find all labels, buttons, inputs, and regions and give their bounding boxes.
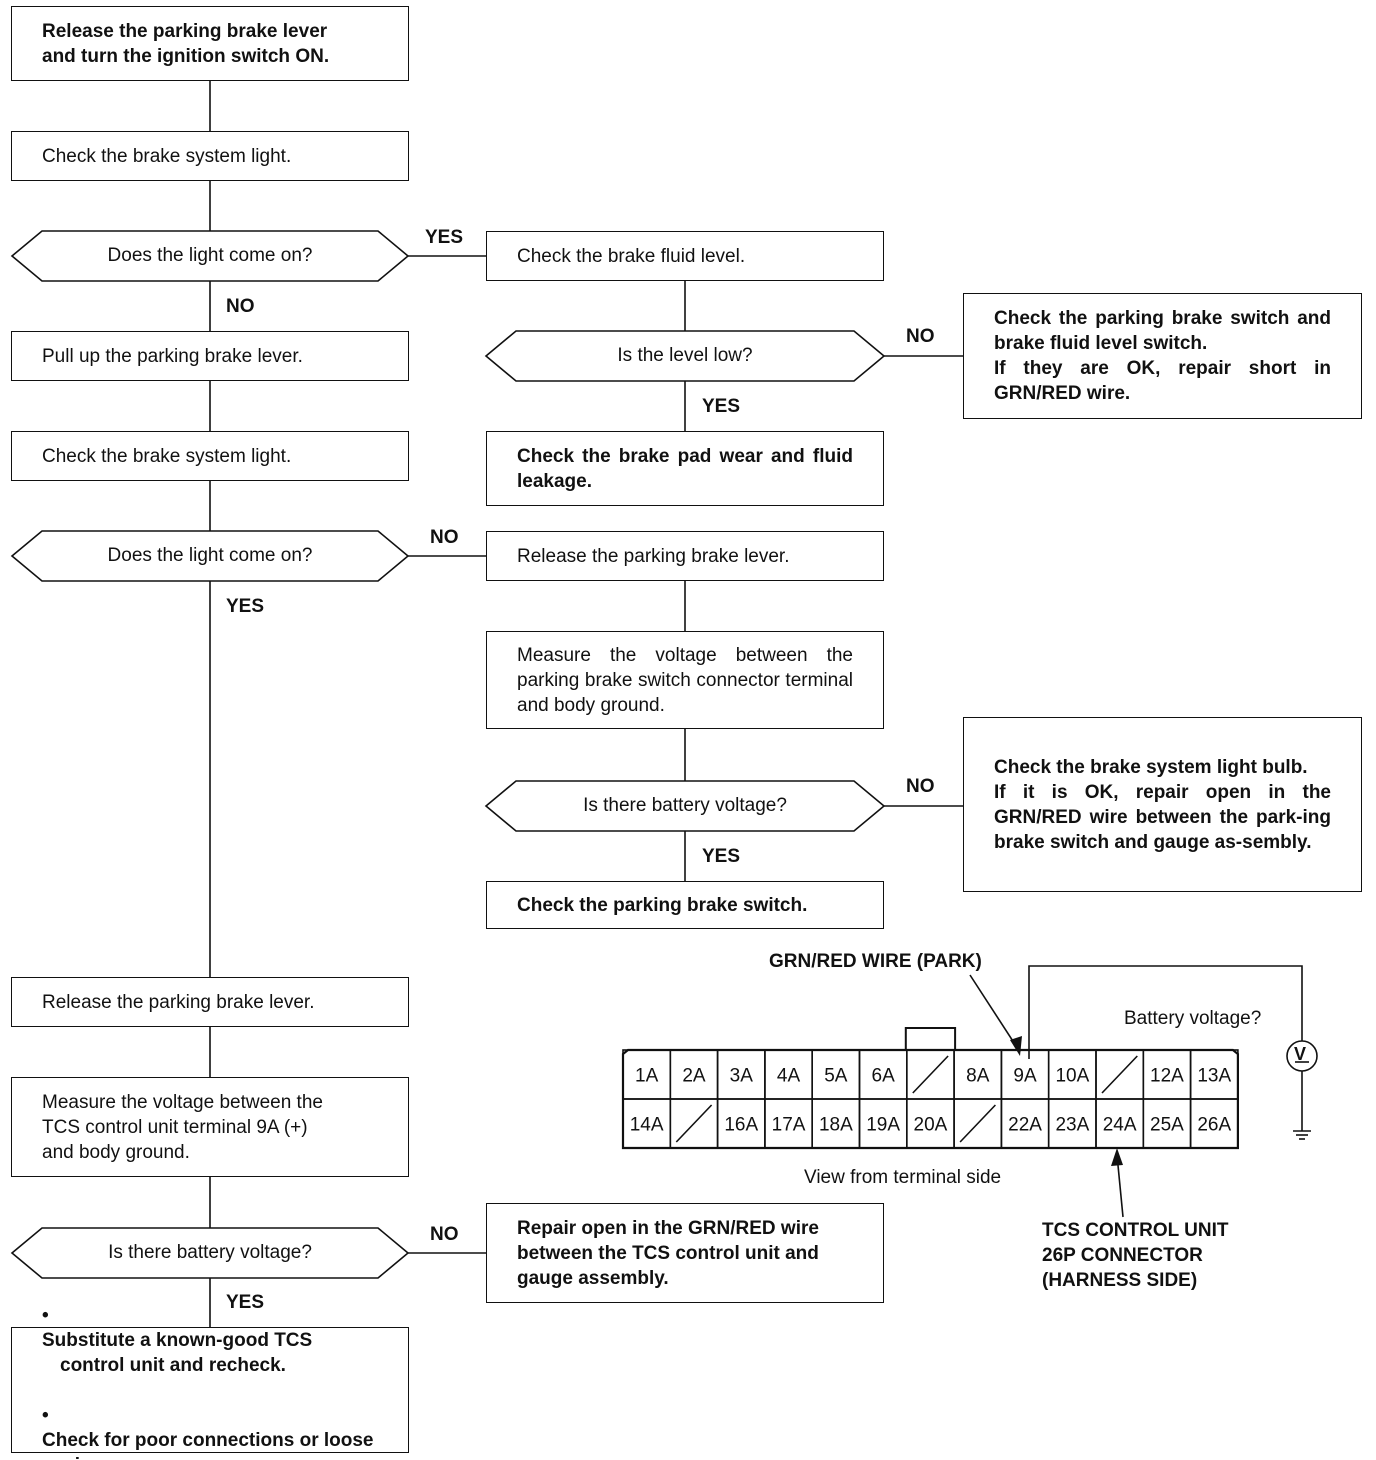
step-check-fluid-level: Check the brake fluid level. [486, 231, 884, 281]
step-text: Release the parking brake lever. [517, 545, 790, 567]
decision-level-low: Is the level low? [486, 331, 884, 381]
label-yes-light-on-1: YES [425, 227, 464, 248]
step-check-light-1: Check the brake system light. [11, 131, 409, 181]
decision-light-on-2: Does the light come on? [12, 531, 408, 581]
label-no-light-on-1: NO [226, 296, 255, 317]
step-text: Check the brake system light bulb. If it… [994, 756, 1331, 853]
view-caption: View from terminal side [804, 1167, 1002, 1188]
bullet-text: Substitute a known-good TCS control unit… [42, 1329, 313, 1376]
terminal-label: 4A [777, 1066, 801, 1087]
terminal-label: 2A [682, 1066, 706, 1087]
step-check-switches-repair-short: Check the parking brake switch and brake… [963, 293, 1362, 419]
step-measure-switch-voltage: Measure the voltage between the parking … [486, 631, 884, 729]
decision-text: Does the light come on? [107, 545, 313, 566]
label-no-level-low: NO [906, 326, 935, 347]
label-yes-light-on-2: YES [226, 596, 265, 617]
step-release-lever-2: Release the parking brake lever. [11, 977, 409, 1027]
bullet-list: • Substitute a known-good TCS control un… [42, 1278, 378, 1460]
terminal-label: 19A [866, 1115, 900, 1136]
terminal-label: 13A [1197, 1066, 1231, 1087]
step-text: Check the parking brake switch and brake… [994, 308, 1331, 404]
terminal-label: 5A [824, 1066, 848, 1087]
terminal-label: 12A [1150, 1066, 1184, 1087]
empty-terminal-slash [1101, 1055, 1138, 1094]
battery-voltage-label: Battery voltage? [1124, 1008, 1262, 1029]
terminal-label: 6A [872, 1066, 896, 1087]
terminal-label: 14A [630, 1115, 664, 1136]
decision-text: Is there battery voltage? [583, 795, 787, 816]
step-text: Repair open in the GRN/RED wire between … [517, 1217, 819, 1289]
step-text: Release the parking brake lever. [42, 991, 315, 1013]
step-measure-tcs-voltage: Measure the voltage between the TCS cont… [11, 1077, 409, 1177]
decision-text: Does the light come on? [107, 245, 313, 266]
wire-label-grn-red: GRN/RED WIRE (PARK) [769, 951, 982, 972]
step-pull-up-lever: Pull up the parking brake lever. [11, 331, 409, 381]
step-text: Measure the voltage between the TCS cont… [42, 1091, 323, 1163]
terminal-label: 17A [772, 1115, 806, 1136]
step-repair-open-tcs-gauge: Repair open in the GRN/RED wire between … [486, 1203, 884, 1303]
terminal-label: 26A [1197, 1115, 1231, 1136]
connector-name: TCS CONTROL UNIT 26P CONNECTOR (HARNESS … [1042, 1218, 1228, 1293]
decision-battery-voltage-switch: Is there battery voltage? [486, 781, 884, 831]
step-check-bulb-repair-open: Check the brake system light bulb. If it… [963, 717, 1362, 892]
bullet-text: Check for poor connections or loose wire… [42, 1429, 374, 1460]
connector-cell [1189, 1098, 1239, 1149]
connector-name-line: 26P CONNECTOR [1042, 1245, 1203, 1266]
terminal-label: 22A [1008, 1115, 1042, 1136]
terminal-label: 23A [1055, 1115, 1089, 1136]
label-yes-battery-switch: YES [702, 846, 741, 867]
decision-text: Is the level low? [617, 345, 753, 366]
step-text: Pull up the parking brake lever. [42, 345, 303, 367]
step-release-lever-mid: Release the parking brake lever. [486, 531, 884, 581]
step-text: Check the brake pad wear and fluid leaka… [517, 445, 853, 492]
terminal-label: 16A [724, 1115, 758, 1136]
decision-battery-voltage-tcs: Is there battery voltage? [12, 1228, 408, 1278]
terminal-label: 9A [1013, 1066, 1037, 1087]
empty-terminal-slash [959, 1104, 996, 1143]
connector-lock-tab [904, 1027, 957, 1051]
label-no-battery-tcs: NO [430, 1224, 459, 1245]
bullet-item: • Substitute a known-good TCS control un… [42, 1303, 378, 1378]
decision-text: Is there battery voltage? [108, 1242, 312, 1263]
terminal-label: 20A [914, 1115, 948, 1136]
step-check-light-2: Check the brake system light. [11, 431, 409, 481]
label-yes-level-low: YES [702, 396, 741, 417]
terminal-label: 10A [1055, 1066, 1089, 1087]
terminal-label: 3A [730, 1066, 754, 1087]
empty-terminal-slash [912, 1055, 949, 1094]
step-text: Measure the voltage between the parking … [517, 644, 853, 716]
step-substitute-tcs: • Substitute a known-good TCS control un… [11, 1305, 409, 1460]
terminal-label: 18A [819, 1115, 853, 1136]
terminal-label: 24A [1103, 1115, 1137, 1136]
step-release-lever-ignition-on: Release the parking brake lever and turn… [11, 6, 409, 81]
terminal-label: 8A [966, 1066, 990, 1087]
label-no-battery-switch: NO [906, 776, 935, 797]
connector-name-line: (HARNESS SIDE) [1042, 1270, 1198, 1291]
step-text: Release the parking brake lever and turn… [42, 20, 330, 67]
voltmeter-icon: V [1294, 1044, 1307, 1064]
step-text: Check the brake system light. [42, 145, 292, 167]
terminal-label: 25A [1150, 1115, 1184, 1136]
step-text: Check the brake fluid level. [517, 245, 746, 267]
label-yes-battery-tcs: YES [226, 1292, 265, 1313]
step-check-pad-wear: Check the brake pad wear and fluid leaka… [486, 431, 884, 506]
step-text: Check the brake system light. [42, 445, 292, 467]
connector-name-line: TCS CONTROL UNIT [1042, 1220, 1229, 1241]
label-no-light-on-2: NO [430, 527, 459, 548]
step-check-parking-brake-switch: Check the parking brake switch. [486, 881, 884, 929]
step-text: Check the parking brake switch. [517, 894, 808, 916]
decision-light-on-1: Does the light come on? [12, 231, 408, 281]
bullet-item: • Check for poor connections or loose wi… [42, 1403, 378, 1460]
empty-terminal-slash [675, 1104, 713, 1143]
terminal-label: 1A [635, 1066, 659, 1087]
